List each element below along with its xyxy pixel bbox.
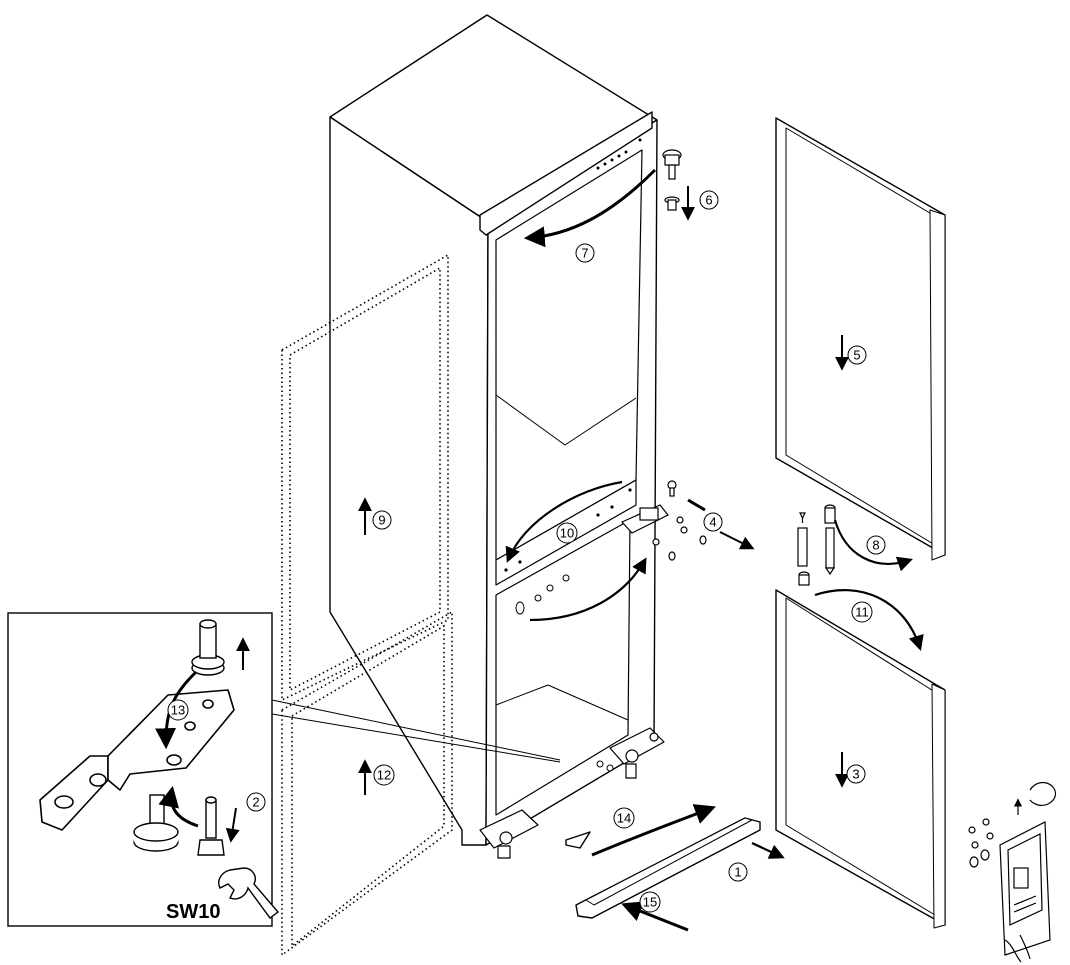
plinth-cover — [565, 817, 761, 919]
step-5-badge: 5 — [847, 345, 867, 365]
fridge-cabinet — [329, 14, 665, 859]
svg-text:5: 5 — [853, 348, 860, 363]
detail-inset: SW10 — [7, 612, 561, 927]
svg-text:12: 12 — [377, 768, 391, 783]
inset-callout-line — [271, 699, 561, 761]
step-2-badge: 2 — [246, 792, 266, 812]
control-panel-dots — [596, 138, 642, 170]
step-14-badge: 14 — [613, 807, 635, 829]
svg-text:13: 13 — [171, 703, 185, 718]
fridge-interior-shelf — [495, 394, 637, 446]
hand-icon — [1004, 781, 1057, 963]
svg-text:9: 9 — [378, 513, 385, 528]
svg-text:10: 10 — [560, 526, 574, 541]
bottom-hinge-right — [609, 727, 665, 779]
screw-icon — [797, 504, 836, 586]
svg-text:6: 6 — [705, 193, 712, 208]
step-labels: 1 2 3 4 5 6 7 8 9 10 11 12 13 14 15 — [167, 190, 886, 913]
svg-text:3: 3 — [852, 767, 859, 782]
step-3-badge: 3 — [846, 764, 866, 784]
upper-door — [775, 117, 946, 561]
step-9-badge: 9 — [372, 510, 392, 530]
step-7-badge: 7 — [575, 243, 595, 263]
lower-door — [775, 589, 946, 929]
step-1-badge: 1 — [728, 862, 748, 882]
svg-text:14: 14 — [617, 811, 631, 826]
svg-text:11: 11 — [855, 605, 869, 620]
step-6-badge: 6 — [699, 190, 719, 210]
svg-text:4: 4 — [709, 515, 716, 530]
dotted-door-lower — [281, 610, 453, 957]
bottom-hinge-left — [479, 809, 539, 859]
cabinet-top-trim — [479, 111, 653, 236]
freezer-compartment-opening — [495, 519, 631, 816]
step-10-badge: 10 — [556, 522, 578, 544]
step-8-badge: 8 — [866, 535, 886, 555]
cabinet-side-face — [329, 116, 489, 846]
step-15-badge: 15 — [639, 891, 661, 913]
hinge-screws — [596, 760, 614, 772]
svg-text:15: 15 — [643, 895, 657, 910]
inset-tool-label: SW10 — [166, 901, 220, 923]
svg-text:7: 7 — [581, 246, 588, 261]
bolt-icon — [662, 149, 682, 211]
wrench-icon — [218, 867, 280, 919]
svg-text:1: 1 — [734, 865, 741, 880]
svg-text:2: 2 — [252, 795, 259, 810]
inset-bolt-top — [191, 619, 225, 676]
inset-bolt-bottom — [197, 796, 225, 856]
freezer-screws — [515, 574, 570, 615]
step-arrows — [358, 168, 924, 932]
parts-bag-icon — [968, 818, 1051, 956]
svg-text:8: 8 — [872, 538, 879, 553]
step-13-badge: 13 — [167, 699, 189, 721]
step-12-badge: 12 — [373, 764, 395, 786]
hinge-icon — [620, 480, 707, 561]
step-11-badge: 11 — [851, 601, 873, 623]
step-4-badge: 4 — [703, 512, 723, 532]
freezer-interior-floor — [495, 684, 629, 721]
